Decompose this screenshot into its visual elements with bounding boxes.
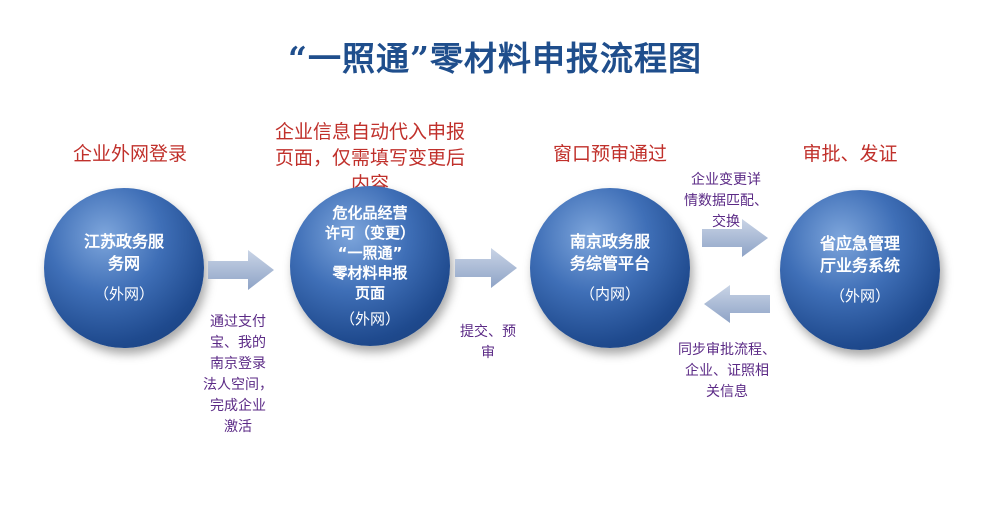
note-data-exchange: 企业变更详 情数据匹配、 交换 [672,170,780,233]
node-label-line: 危化品经营 [332,204,408,222]
node-network-tag: （外网） [93,285,154,303]
node-nanjing-platform: 南京政务服 务综管平台 （内网） [530,188,690,348]
note-line: 激活 [224,419,252,435]
arrow-left-icon [704,285,770,323]
note-sync-info: 同步审批流程、 企业、证照相 关信息 [662,340,792,403]
node-label-line: 江苏政务服 [83,232,164,251]
step2-heading-line: 页面，仅需填写变更后 [274,147,465,169]
note-line: 审 [481,345,495,361]
step2-heading-line: 企业信息自动代入申报 [274,121,465,143]
node-label-line: 许可（变更） [324,224,415,242]
note-line: 同步审批流程、 [678,342,776,358]
node-label-line: 南京政务服 [569,232,650,251]
diagram-title: “一照通”零材料申报流程图 [288,39,702,78]
node-label-line: 务网 [107,254,140,273]
node-provincial-system: 省应急管理 厅业务系统 （外网） [780,190,940,350]
node-label-line: 零材料申报 [332,264,408,282]
arrow-right-icon [702,219,768,257]
step4-heading: 审批、发证 [802,143,898,165]
note-line: 南京登录 [210,356,266,372]
note-line: 情数据匹配、 [684,193,768,209]
node-network-tag: （内网） [579,285,640,303]
node-label-line: 省应急管理 [819,234,900,253]
note-activation: 通过支付 宝、我的 南京登录 法人空间， 完成企业 激活 [196,312,280,438]
arrow-right-icon [208,250,274,290]
node-label-line: 页面 [354,284,385,302]
node-network-tag: （外网） [829,287,890,305]
note-line: 交换 [712,214,740,230]
step1-heading: 企业外网登录 [72,143,187,165]
note-line: 宝、我的 [210,335,266,351]
node-zero-material-page: 危化品经营 许可（变更） “一照通” 零材料申报 页面 （外网） [290,186,450,346]
note-line: 关信息 [706,384,748,400]
note-line: 完成企业 [210,398,266,414]
node-label-line: “一照通” [337,244,403,262]
note-submit: 提交、预 审 [450,322,526,364]
note-line: 提交、预 [460,324,516,340]
note-line: 通过支付 [210,314,266,330]
arrow-right-icon [455,248,517,288]
step3-heading: 窗口预审通过 [552,143,667,165]
node-label-line: 厅业务系统 [819,256,900,275]
node-network-tag: （外网） [339,310,400,328]
note-line: 企业变更详 [691,172,761,188]
node-jiangsu-gov-service: 江苏政务服 务网 （外网） [44,188,204,348]
node-label-line: 务综管平台 [569,254,650,273]
note-line: 法人空间， [203,377,273,393]
note-line: 企业、证照相 [685,363,769,379]
